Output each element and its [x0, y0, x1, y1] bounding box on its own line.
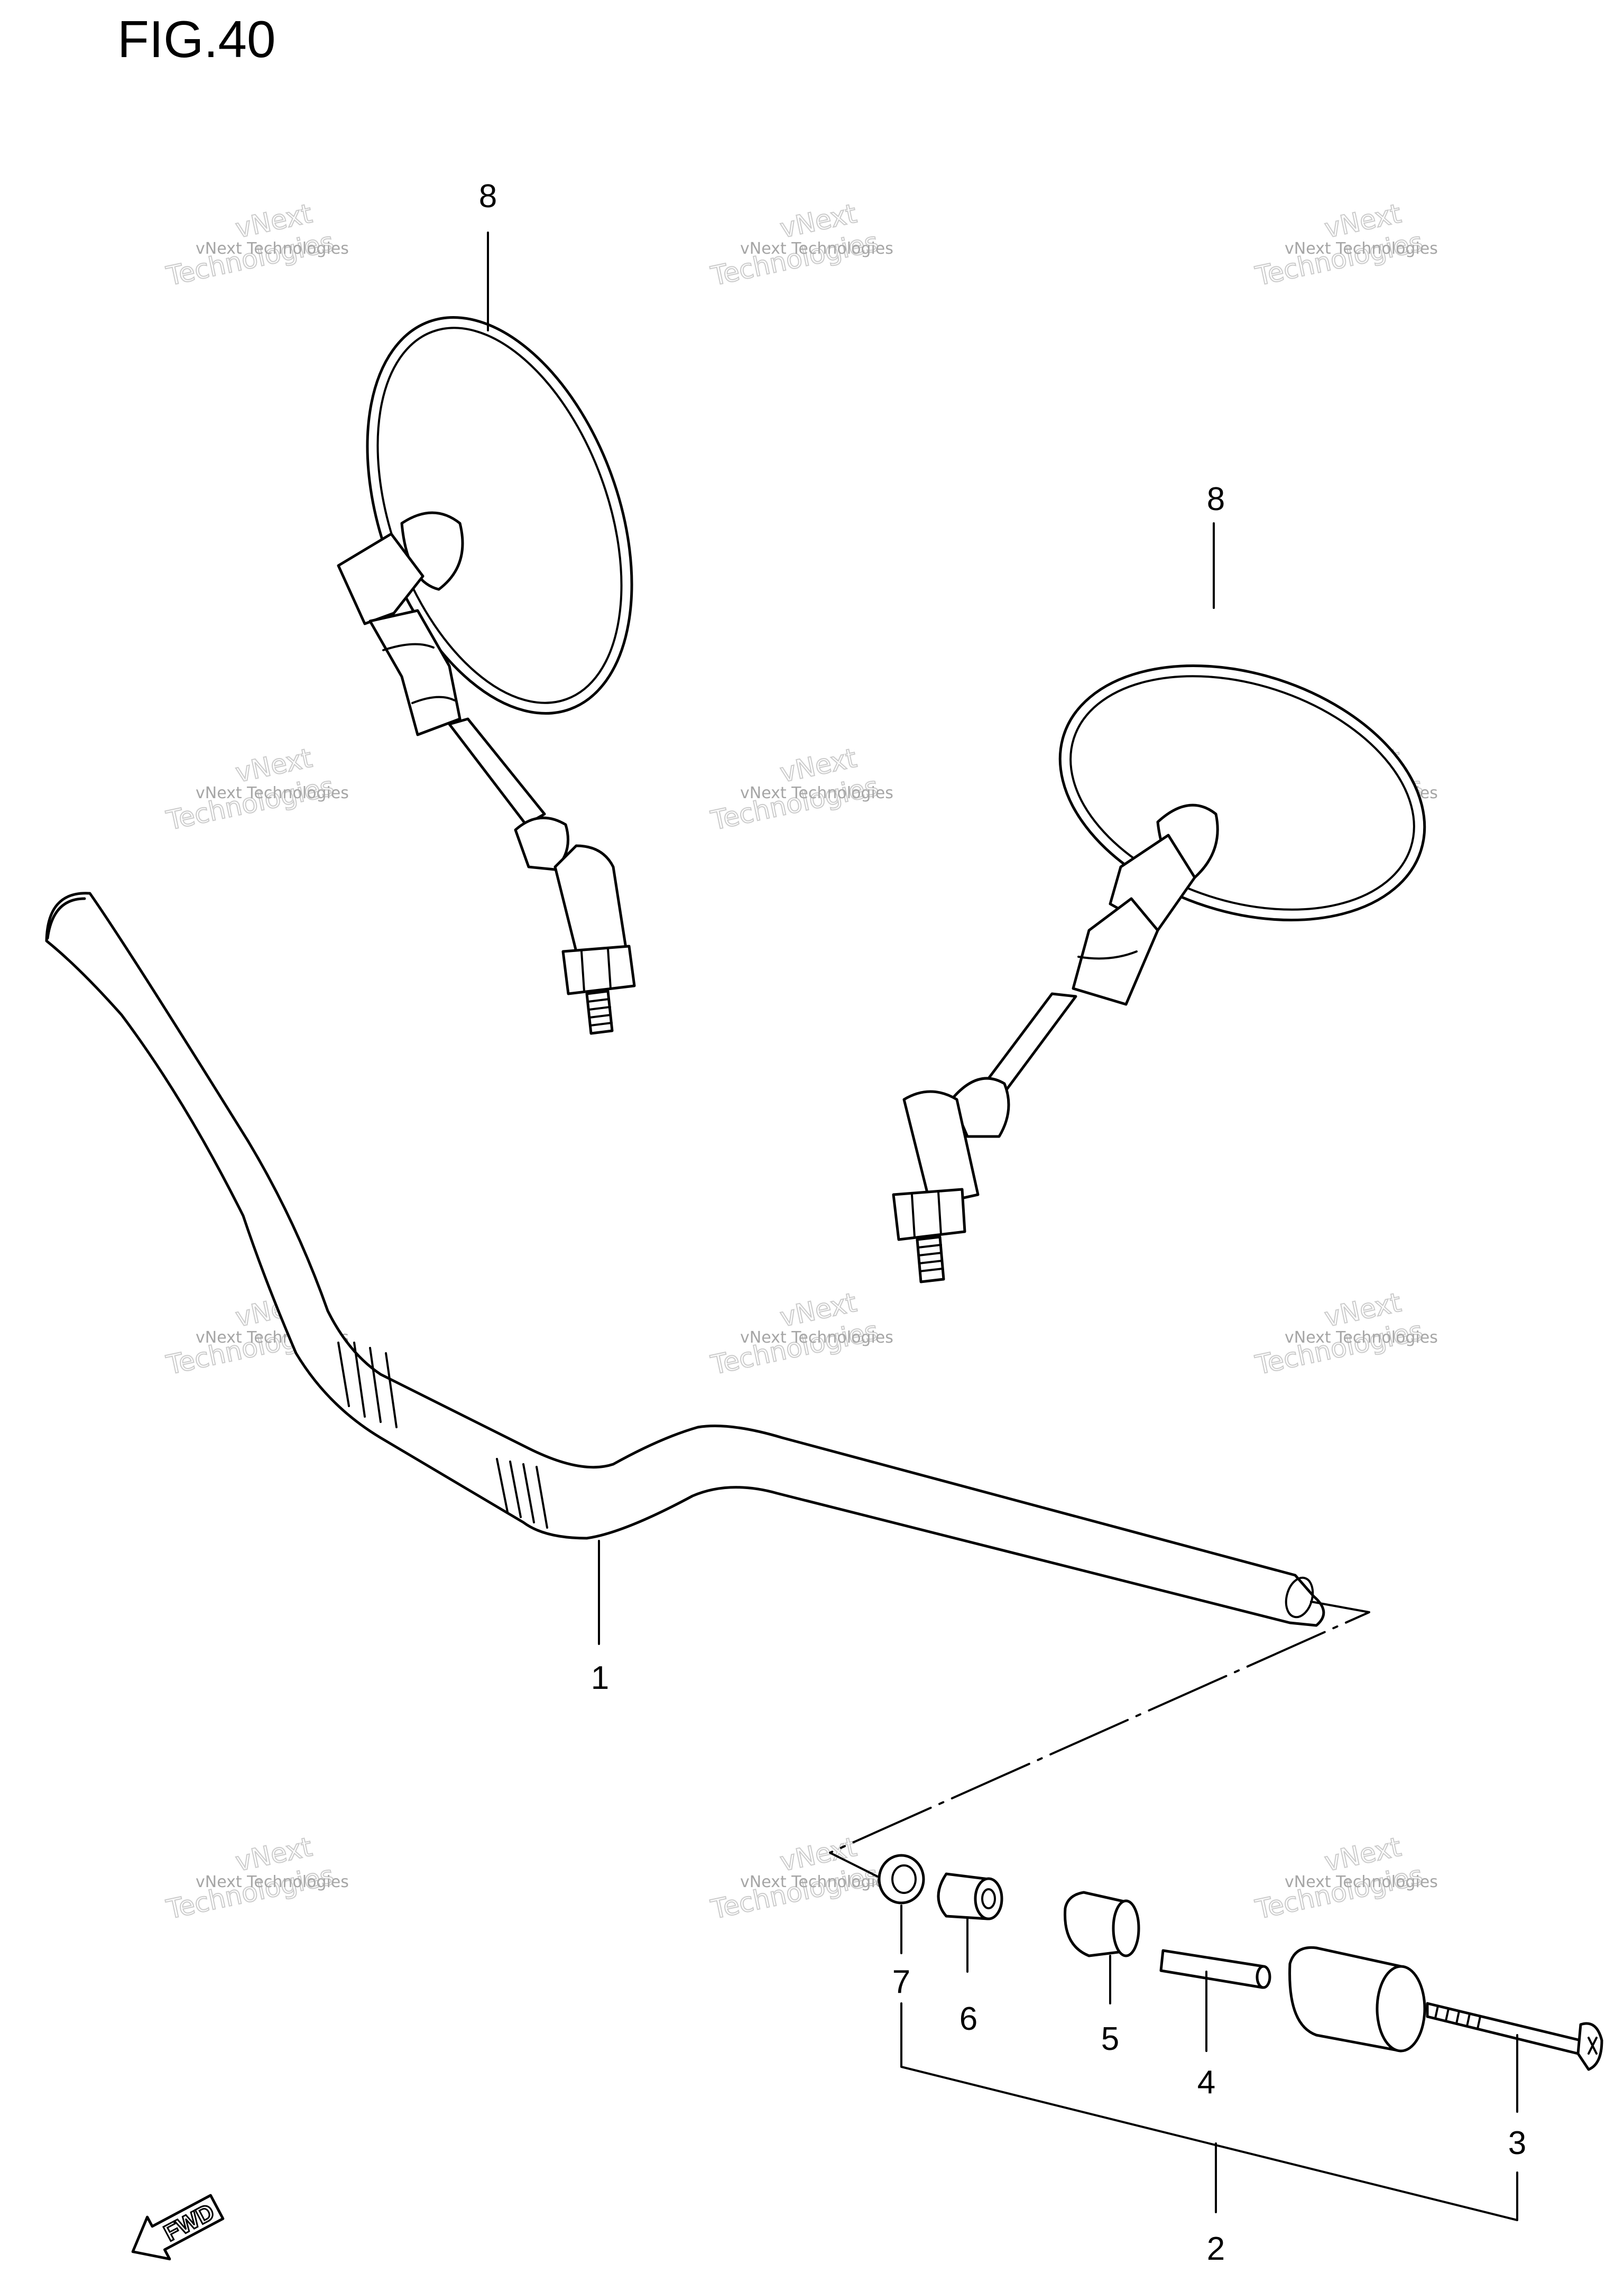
handlebar-left-end — [46, 897, 86, 940]
mirror-right-nut — [892, 1188, 966, 1241]
callout-numbers: 8 8 1 7 6 5 4 3 2 — [479, 178, 1526, 2267]
callout-6: 6 — [959, 2001, 977, 2037]
part-7-washer — [878, 1854, 925, 1905]
cushion-face — [1112, 1899, 1140, 1957]
watermark: vNext Technologies vNext Technologies — [163, 742, 349, 837]
handlebar-knurl-right — [496, 1458, 548, 1529]
watermark: vNext Technologies vNext Technologies — [707, 1287, 893, 1381]
callout-1: 1 — [591, 1660, 609, 1696]
mirror-right-joint — [950, 1077, 1010, 1138]
watermark-text-small: vNext Technologies — [196, 239, 349, 258]
mirror-left-bolt-threads — [587, 998, 613, 1027]
mirror-right-adapter — [902, 1090, 980, 1207]
mirror-right-sleeve — [1072, 897, 1159, 1006]
screw-threads — [1434, 2005, 1481, 2030]
handlebar-tube — [45, 892, 1325, 1627]
part-6-collar — [937, 1872, 1003, 1920]
mirror-left-glass — [366, 316, 633, 715]
weight-body — [1288, 1946, 1402, 2053]
mirror-right-bolt-threads — [917, 1244, 944, 1272]
watermark-text-small: vNext Technologies — [196, 784, 349, 802]
figure-title: FIG.40 — [117, 10, 276, 68]
watermark: vNext Technologies vNext Technologies — [1252, 1831, 1438, 1926]
watermark-text-small: vNext Technologies — [740, 1328, 893, 1347]
washer-outer — [878, 1854, 925, 1905]
watermark: vNext Technologies vNext Technologies — [1252, 1287, 1437, 1381]
mirror-left-stem — [448, 717, 546, 826]
handlebar — [45, 892, 1325, 1627]
mirror-right-sleeve-ring — [1077, 950, 1138, 960]
fwd-direction-badge: FWD — [131, 2194, 225, 2261]
pin-end — [1256, 1965, 1271, 1989]
leader-lines — [487, 232, 1518, 2221]
mirror-left-sleeve-ring — [411, 696, 456, 704]
weight-face — [1376, 1965, 1426, 2053]
mirror-left-sleeve — [368, 609, 462, 736]
watermark: vNext Technologies vNext Technologies — [707, 198, 893, 292]
collar-face — [974, 1877, 1003, 1920]
fwd-arrow-icon — [131, 2194, 225, 2261]
bracket-2 — [900, 2002, 1518, 2221]
assembly-guide-line — [829, 1601, 1370, 1878]
mirror-left-nut — [561, 945, 636, 995]
part-5-cushion — [1064, 1891, 1140, 1957]
callout-2: 2 — [1207, 2231, 1225, 2267]
part-4-pin — [1159, 1949, 1271, 1989]
mirror-right-stem — [987, 992, 1077, 1090]
watermark: vNext Technologies vNext Technologies — [163, 198, 348, 292]
watermark-text-small: vNext Technologies — [1285, 1873, 1438, 1891]
mirror-left-adapter — [553, 844, 628, 964]
watermark: vNext Technologies vNext Technologies — [1252, 198, 1437, 292]
mirror-right-nut-facets — [911, 1191, 942, 1238]
watermark: vNext Technologies vNext Technologies — [707, 742, 893, 837]
watermark-text-small: vNext Technologies — [740, 784, 893, 802]
watermark: vNext Technologies vNext Technologies — [163, 1831, 349, 1926]
callout-5: 5 — [1101, 2021, 1119, 2057]
pin-shaft — [1159, 1949, 1265, 1989]
screw-shaft — [1426, 2002, 1582, 2055]
screw-cross — [1588, 2037, 1598, 2055]
watermark-text-small: vNext Technologies — [740, 1873, 893, 1891]
callout-8: 8 — [1207, 481, 1225, 517]
callout-3: 3 — [1508, 2125, 1526, 2161]
mirror-right-bolt — [916, 1235, 945, 1283]
mirror-right — [892, 664, 1426, 1283]
screw-head — [1576, 2022, 1603, 2071]
mirror-left-bolt — [585, 990, 614, 1035]
watermark: vNext Technologies vNext Technologies — [707, 1831, 893, 1926]
mirror-left — [337, 316, 636, 1035]
callout-7: 7 — [892, 1964, 910, 2000]
watermark-text-small: vNext Technologies — [196, 1873, 349, 1891]
mirror-left-nut-facets — [580, 948, 612, 992]
handlebar-knurl-left — [337, 1342, 398, 1428]
callout-4: 4 — [1197, 2064, 1215, 2101]
part-2-weight — [1288, 1946, 1426, 2053]
watermark-text-small: vNext Technologies — [740, 239, 893, 258]
washer-hole — [891, 1864, 917, 1894]
part-3-screw — [1426, 2002, 1603, 2071]
mirror-right-glass — [1058, 664, 1426, 921]
mirror-left-elbow — [337, 532, 425, 625]
mirror-left-sleeve-ring — [382, 643, 435, 651]
callout-8: 8 — [479, 178, 497, 215]
collar-hole — [981, 1888, 996, 1909]
watermark-text-small: vNext Technologies — [1285, 1328, 1438, 1347]
mirror-right-rim — [1069, 675, 1415, 911]
watermark-text-small: vNext Technologies — [1285, 239, 1438, 258]
